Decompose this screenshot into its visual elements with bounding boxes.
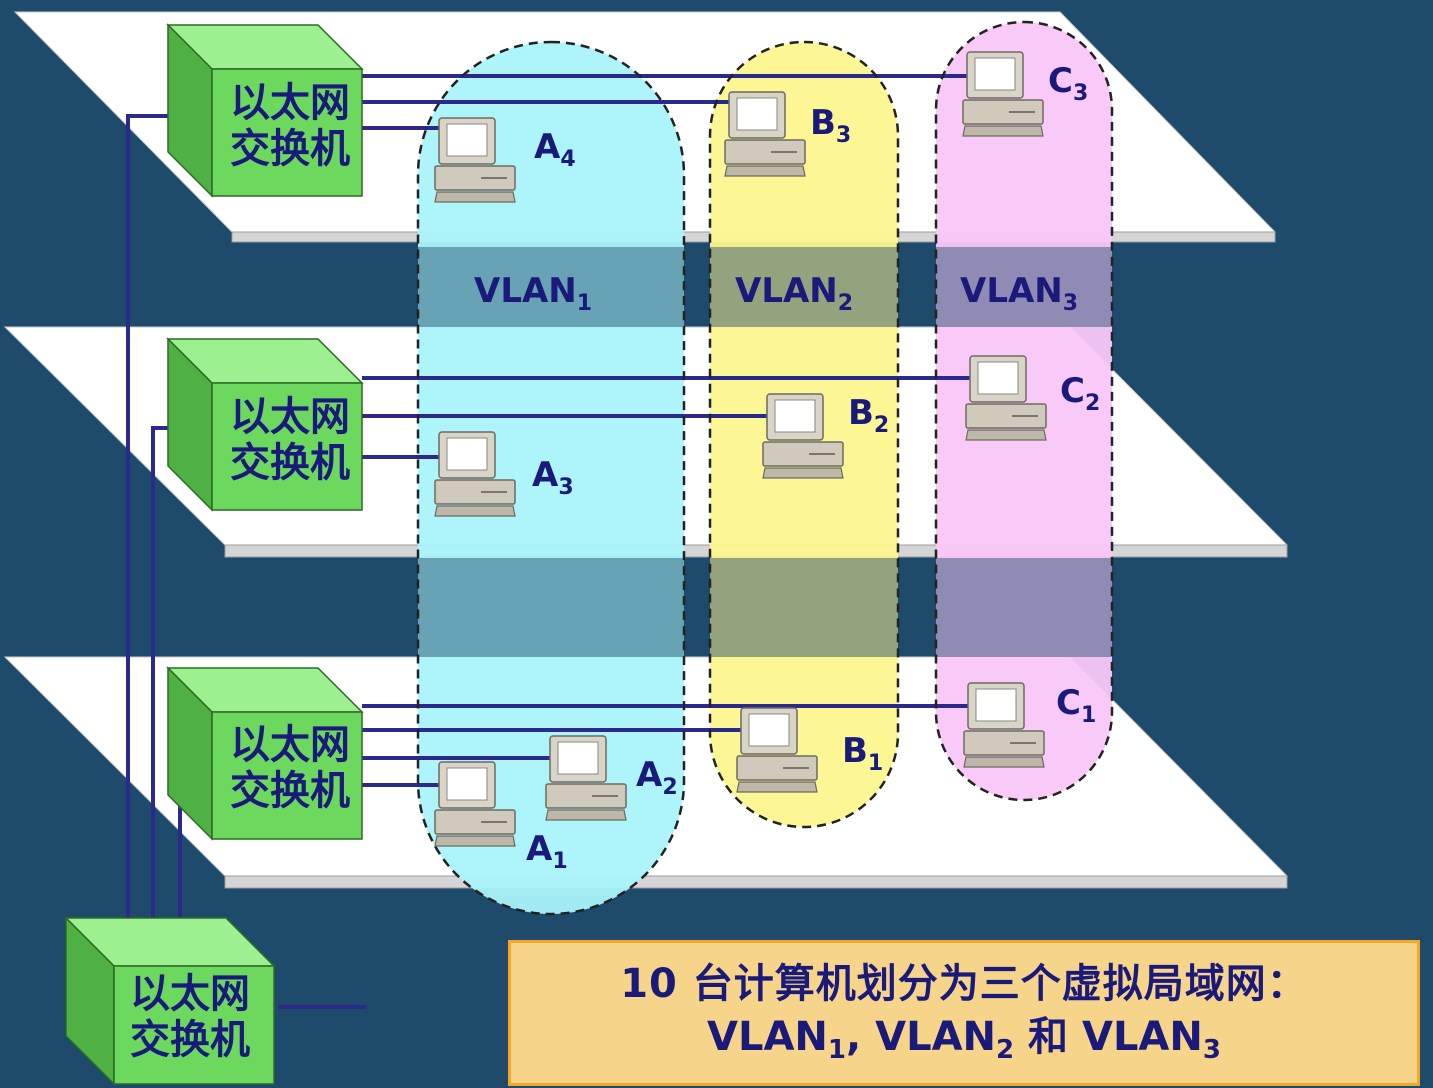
vlan-shade-3-1 (936, 247, 1112, 327)
vlan-shade-1-1 (418, 247, 684, 327)
switch-central-label-line2: 交换机 (130, 1017, 250, 1063)
computer-c3 (962, 51, 1044, 137)
computer-c1-base (963, 730, 1045, 756)
computer-label-b2: B2 (848, 393, 889, 438)
switch-floor-2-label-line1: 以太网 (230, 394, 350, 440)
switch-floor-3-front (211, 711, 363, 840)
computer-b2-screen (774, 399, 816, 433)
vlan-label-2: VLAN2 (735, 271, 853, 316)
caption-box: 10 台计算机划分为三个虚拟局域网： VLAN1, VLAN2 和 VLAN3 (508, 940, 1420, 1086)
computer-b2 (762, 393, 844, 479)
computer-b3-screen (736, 97, 778, 131)
computer-a4-keyboard (434, 191, 516, 203)
vlan-label-1: VLAN1 (474, 271, 592, 316)
computer-label-b3: B3 (810, 103, 851, 148)
computer-a3-keyboard (434, 505, 516, 517)
computer-c3-base (962, 99, 1044, 125)
computer-a3 (434, 431, 516, 517)
vlan-oval-1 (418, 42, 684, 914)
computer-a3-base (434, 479, 516, 505)
computer-a4-screen (446, 123, 488, 157)
computer-c2-base (965, 403, 1047, 429)
computer-a1-keyboard (434, 835, 516, 847)
computer-label-a2: A2 (636, 755, 678, 800)
computer-label-c3: C3 (1048, 61, 1088, 106)
computer-c1-screen (975, 688, 1017, 722)
computer-c3-keyboard (962, 125, 1044, 137)
computer-b3-base (724, 139, 806, 165)
vlan-shade-2-2 (710, 558, 898, 657)
computer-b1-base (736, 755, 818, 781)
computer-b3 (724, 91, 806, 177)
computer-label-c2: C2 (1060, 371, 1100, 416)
switch-floor-1-label-line1: 以太网 (230, 80, 350, 126)
switch-floor-2-label-line2: 交换机 (230, 440, 350, 486)
computer-a4 (434, 117, 516, 203)
caption-separator: , (846, 1014, 876, 1060)
computer-a1-screen (446, 767, 488, 801)
computer-label-c1: C1 (1056, 683, 1096, 728)
computer-a2-screen (557, 741, 599, 775)
computer-a2-base (545, 783, 627, 809)
computer-c2-screen (977, 361, 1019, 395)
computer-c1 (963, 682, 1045, 768)
computer-a4-base (434, 165, 516, 191)
vlan-shade-3-2 (936, 558, 1112, 657)
computer-label-a1: A1 (526, 829, 568, 874)
computer-c3-screen (974, 57, 1016, 91)
vlan-shade-2-1 (710, 247, 898, 327)
switch-central-label-line1: 以太网 (130, 971, 250, 1017)
computers (434, 51, 1047, 847)
caption-vlan-2: VLAN2 (875, 1014, 1015, 1065)
vlan-shade-1-2 (418, 558, 684, 657)
switch-floor-2-front (211, 382, 363, 511)
computer-a1-base (434, 809, 516, 835)
computer-b1-keyboard (736, 781, 818, 793)
switch-central-front (113, 965, 275, 1085)
computer-label-b1: B1 (842, 731, 883, 776)
switch-floor-1-front (211, 68, 363, 197)
computer-b1 (736, 707, 818, 793)
caption-separator: 和 (1014, 1014, 1082, 1060)
computer-c2 (965, 355, 1047, 441)
caption-line-1: 10 台计算机划分为三个虚拟局域网： (620, 961, 1308, 1007)
vlan-ovals-upper (416, 20, 1114, 916)
vlan-outline-2 (708, 40, 900, 829)
caption-vlan-3: VLAN3 (1081, 1014, 1221, 1065)
computer-a2 (545, 735, 627, 821)
computer-b3-keyboard (724, 165, 806, 177)
computer-a2-keyboard (545, 809, 627, 821)
vlan-label-3: VLAN3 (960, 271, 1078, 316)
computer-b1-screen (748, 713, 790, 747)
floor-edge-3 (224, 875, 1288, 889)
vlan-outline-3 (934, 20, 1114, 802)
switch-floor-1-label-line2: 交换机 (230, 126, 350, 172)
computer-label-a3: A3 (532, 455, 574, 500)
switch-floor-3-label-line1: 以太网 (230, 722, 350, 768)
caption-vlan-1: VLAN1 (707, 1014, 847, 1065)
computer-label-a4: A4 (534, 127, 576, 172)
vlan-ovals-lower (418, 22, 1112, 914)
computer-b2-keyboard (762, 467, 844, 479)
computer-b2-base (762, 441, 844, 467)
computer-a3-screen (446, 437, 488, 471)
vlan-outline-1 (416, 40, 686, 916)
computer-c2-keyboard (965, 429, 1047, 441)
computer-c1-keyboard (963, 756, 1045, 768)
computer-a1 (434, 761, 516, 847)
switch-floor-3-label-line2: 交换机 (230, 768, 350, 814)
caption-line-2: VLAN1, VLAN2 和 VLAN3 (511, 1009, 1417, 1078)
